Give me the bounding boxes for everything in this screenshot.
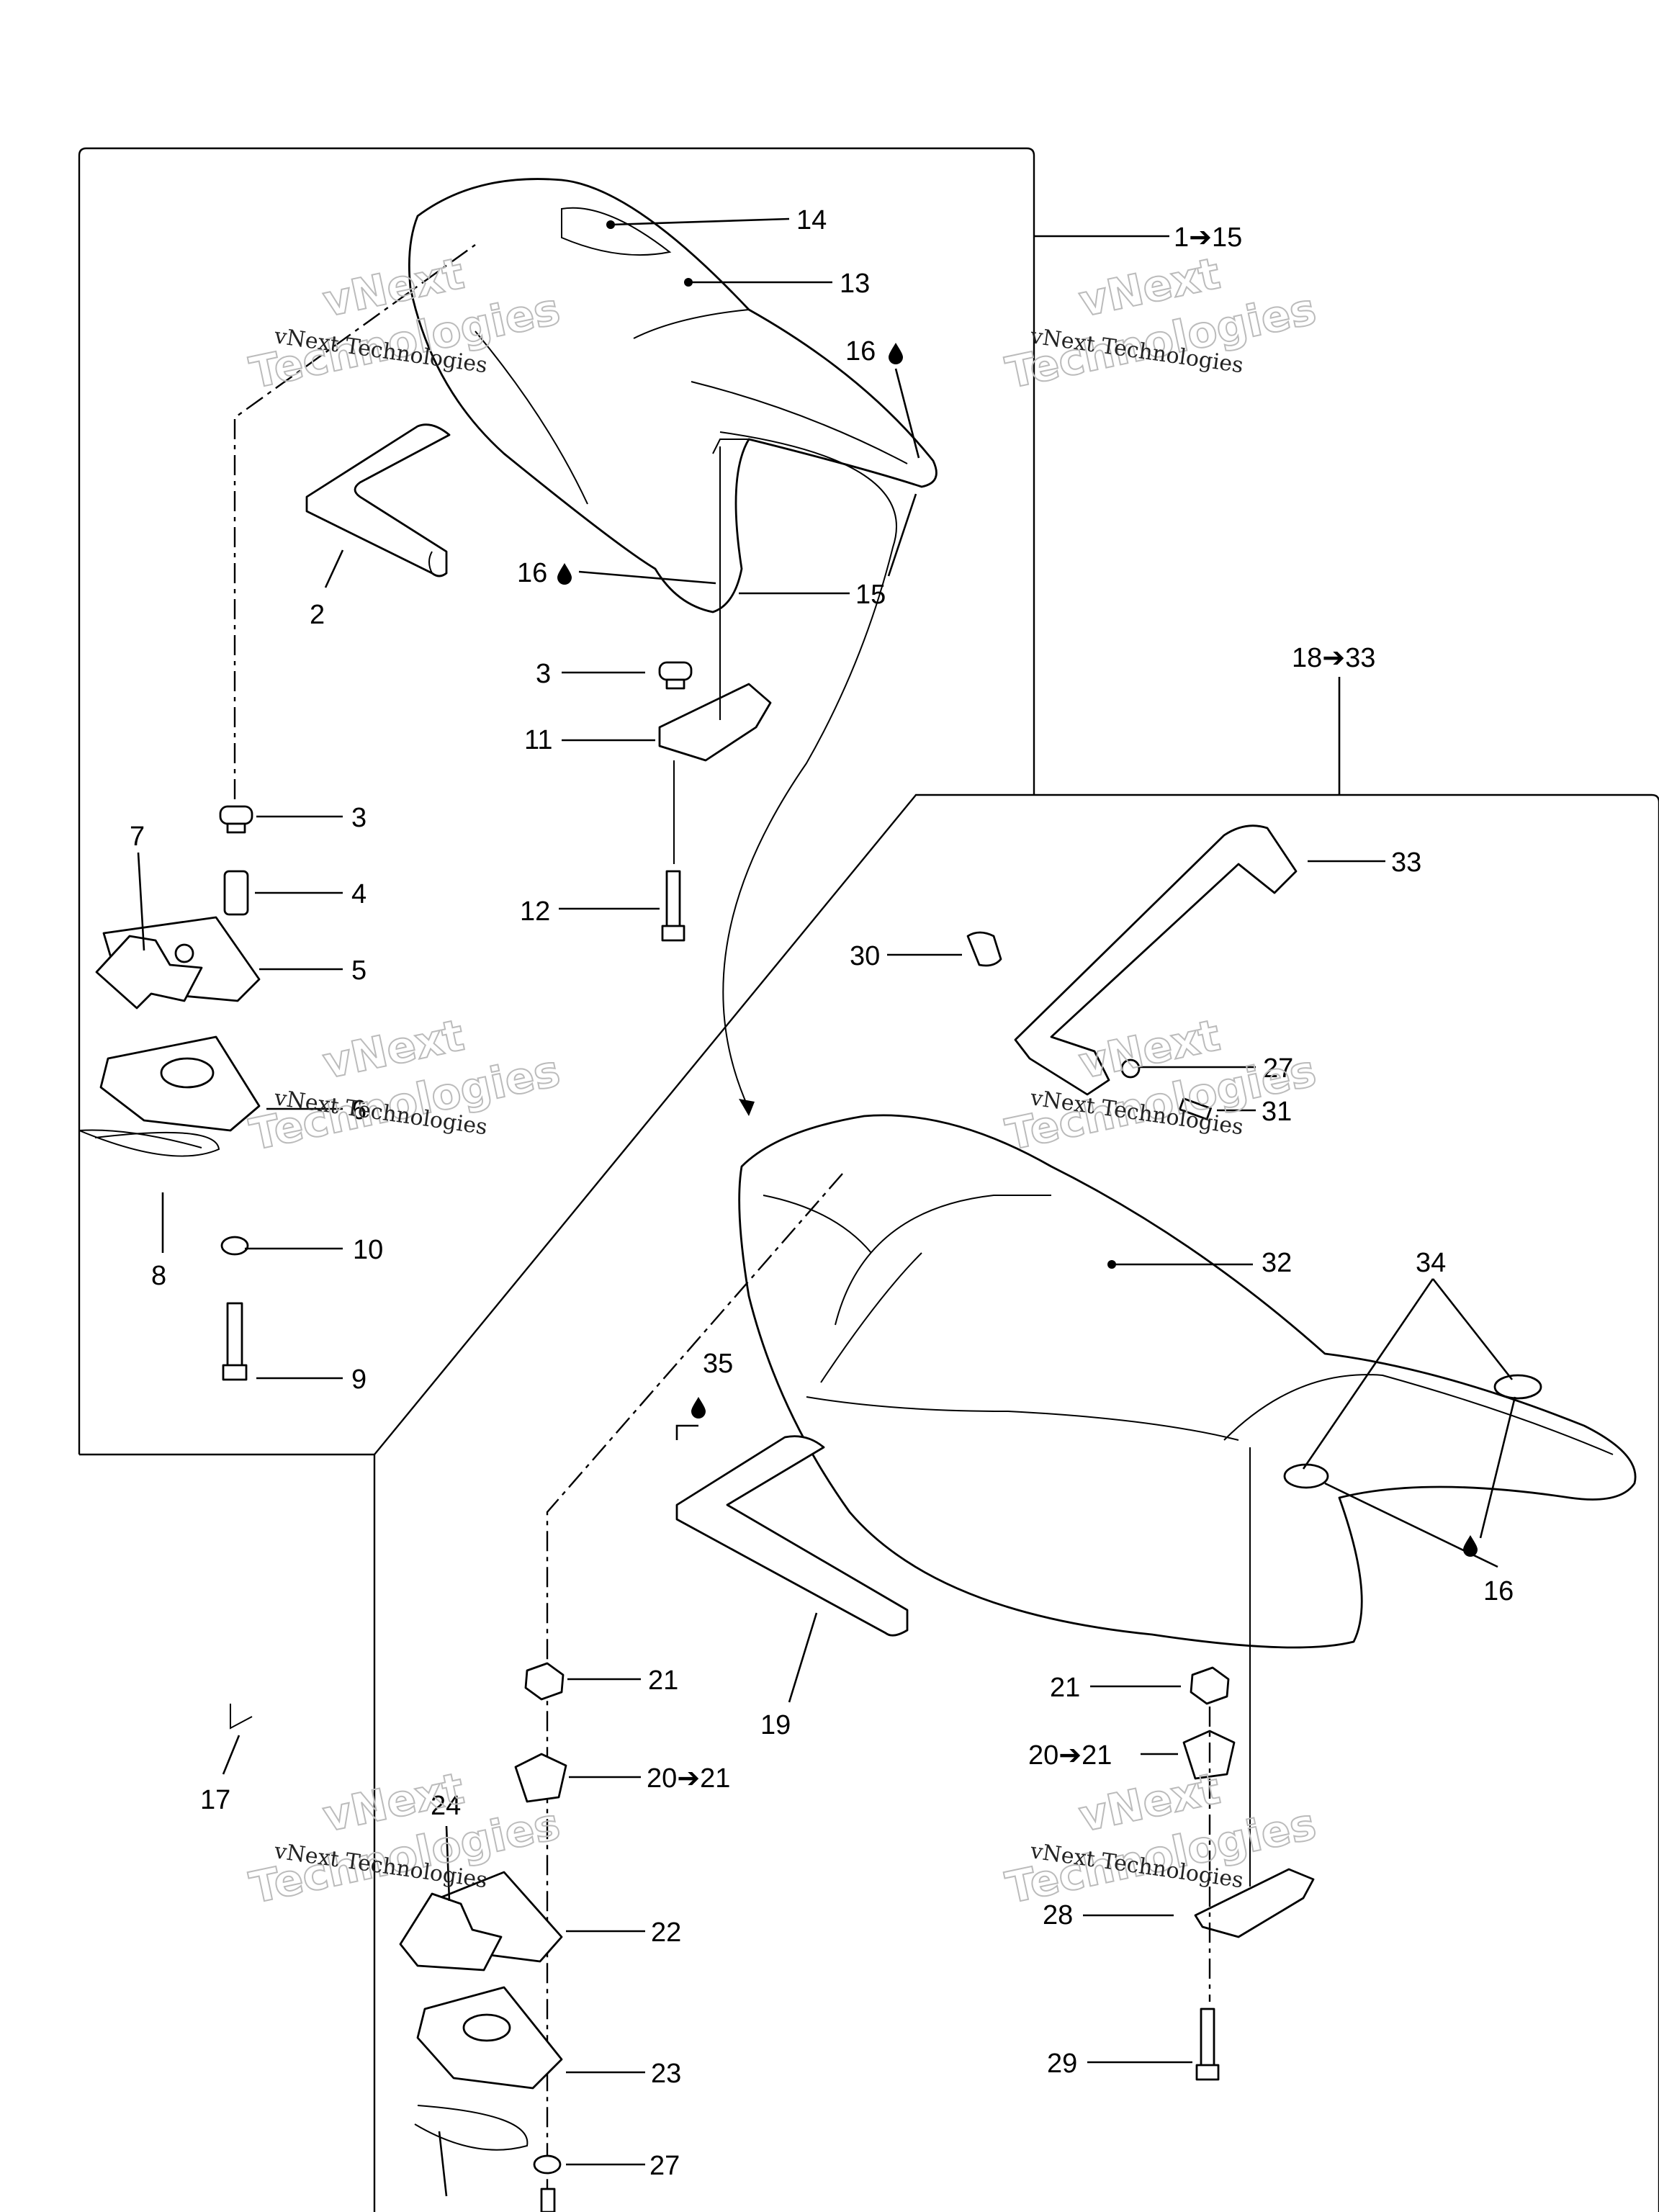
callout-27: 27: [649, 2151, 680, 2181]
callout-12: 12: [520, 896, 550, 927]
arrow-head: [739, 1099, 755, 1116]
callout-10: 10: [353, 1235, 383, 1265]
callout-9: 9: [351, 1364, 367, 1395]
callout-3: 3: [351, 803, 367, 833]
assembly-arrow: [719, 431, 897, 1110]
rear-seat-cowl: [408, 178, 938, 613]
oil-drop-icon: [889, 343, 903, 364]
callout-18-33: 18➔33: [1292, 643, 1375, 673]
leader-lines: [137, 217, 1516, 2197]
callout-11: 11: [524, 725, 552, 755]
callout-14: 14: [796, 205, 827, 235]
oil-drop-icon: [691, 1397, 706, 1419]
callout-15: 15: [855, 580, 886, 610]
callout-8: 8: [151, 1261, 166, 1291]
callout-25: 25: [431, 2208, 461, 2212]
callout-32: 32: [1262, 1248, 1292, 1278]
oil-drop-icon: [557, 563, 572, 585]
callout-20-21: 20➔21: [1028, 1740, 1112, 1771]
watermark: [1001, 247, 1321, 400]
main-seat: [546, 1114, 1637, 2203]
hardware-bottom: [230, 1662, 567, 2212]
seal-strip-19: [675, 1435, 909, 1637]
callout-3: 3: [536, 659, 551, 689]
callout-5: 5: [351, 956, 367, 986]
callout-16: 16: [1483, 1576, 1514, 1606]
callout-1-15: 1➔15: [1174, 222, 1242, 253]
callout-4: 4: [351, 879, 367, 909]
callout-30: 30: [850, 941, 880, 971]
callout-23: 23: [651, 2059, 681, 2089]
callout-16: 16: [517, 558, 547, 588]
callout-21: 21: [1050, 1673, 1080, 1703]
oil-drop-icon: [1463, 1535, 1478, 1557]
callout-2: 2: [310, 600, 325, 630]
hardware-right: [1182, 1447, 1315, 2081]
callout-34: 34: [1416, 1248, 1446, 1278]
callout-labels: 14 13 1➔15 16 2 16 15 3 11 12 3 4 5 7 6 …: [130, 205, 1514, 2212]
seal-strip-2: [305, 423, 451, 577]
assembly-frame-1-15: [78, 147, 1035, 1456]
callout-29: 29: [1047, 2049, 1077, 2079]
callout-7: 7: [130, 822, 145, 852]
callout-21: 21: [648, 1665, 678, 1696]
callout-33: 33: [1391, 848, 1421, 878]
callout-17: 17: [200, 1785, 230, 1815]
watermark: [245, 1009, 565, 1161]
callout-16: 16: [845, 336, 876, 367]
callout-35: 35: [703, 1349, 733, 1379]
callout-20-21: 20➔21: [647, 1763, 730, 1794]
callout-13: 13: [840, 269, 870, 299]
callout-22: 22: [651, 1917, 681, 1948]
callout-19: 19: [760, 1710, 791, 1740]
